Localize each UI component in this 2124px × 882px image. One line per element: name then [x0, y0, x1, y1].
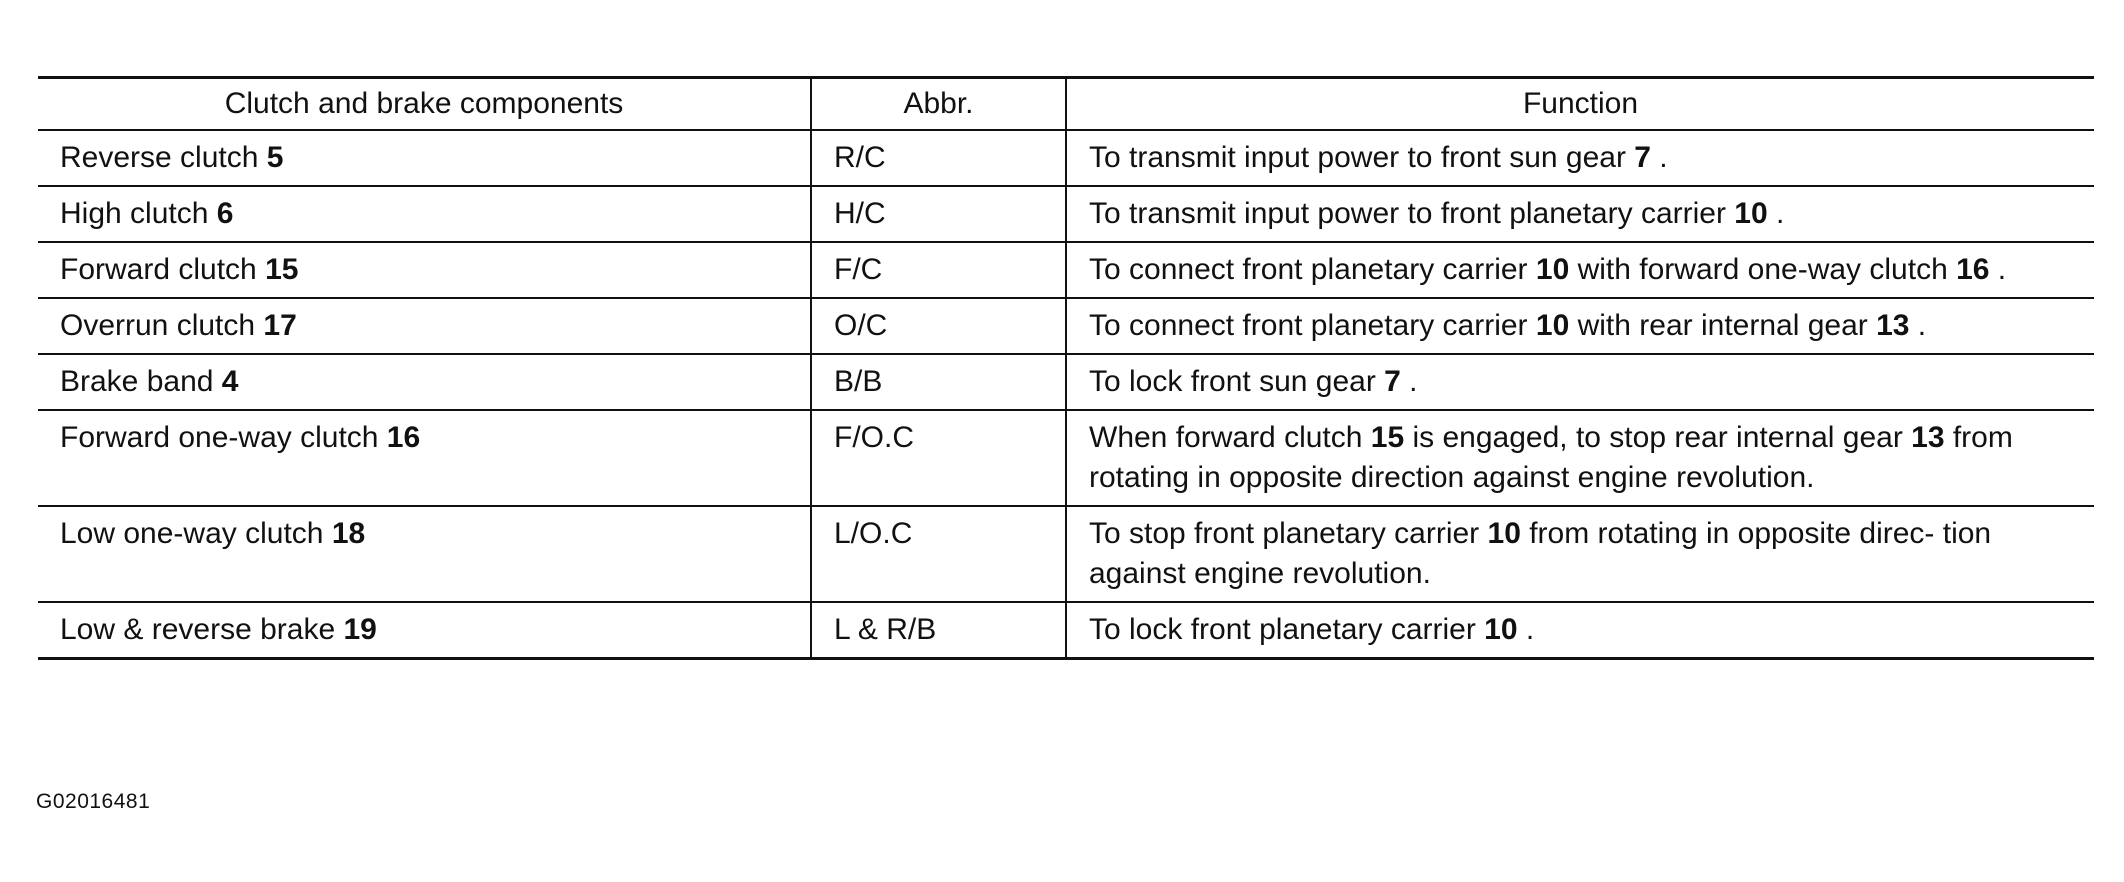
text-segment: Forward clutch [60, 253, 266, 286]
reference-number: 10 [1535, 253, 1570, 286]
text-segment: with forward one-way clutch [1569, 253, 1957, 286]
text-segment: . [1400, 365, 1418, 398]
reference-number: 10 [1487, 517, 1521, 550]
component-cell: Reverse clutch 5 [38, 130, 811, 186]
abbr-cell: O/C [810, 298, 1066, 354]
figure-id: G02016481 [36, 790, 151, 813]
abbr-cell: B/B [810, 354, 1066, 410]
reference-number: 10 [1535, 309, 1570, 342]
text-segment: To connect front planetary carrier [1089, 309, 1536, 342]
text-segment: To transmit input power to front planeta… [1089, 197, 1735, 230]
text-segment: To lock front planetary carrier [1089, 613, 1485, 646]
text-segment: High clutch [60, 197, 217, 230]
header-row: Clutch and brake components Abbr. Functi… [38, 77, 2094, 130]
components-table: Clutch and brake components Abbr. Functi… [38, 76, 2094, 660]
text-segment: Overrun clutch [60, 309, 264, 342]
text-segment: is engaged, to stop rear internal gear [1404, 421, 1912, 454]
text-segment: When forward clutch [1089, 421, 1371, 454]
text-segment: with rear internal gear [1569, 309, 1877, 342]
component-cell: High clutch 6 [38, 186, 811, 242]
abbr-cell: H/C [810, 186, 1066, 242]
function-cell: To transmit input power to front sun gea… [1065, 130, 2094, 186]
reference-number: 16 [1956, 253, 1990, 286]
function-cell: To stop front planetary carrier 10 from … [1065, 506, 2094, 602]
text-segment: Low & reverse brake [60, 613, 344, 646]
reference-number: 4 [221, 365, 239, 398]
function-cell: To lock front sun gear 7 . [1065, 354, 2094, 410]
text-segment: . [1909, 309, 1927, 342]
text-segment: Brake band [60, 365, 222, 398]
text-segment: . [1989, 253, 2007, 286]
function-cell: To connect front planetary carrier 10 wi… [1065, 298, 2094, 354]
text-segment: To stop front planetary carrier [1089, 517, 1488, 550]
header-abbr: Abbr. [810, 77, 1066, 130]
header-function: Function [1065, 77, 2094, 130]
text-segment: . [1650, 141, 1668, 174]
reference-number: 5 [266, 141, 284, 174]
text-segment: . [1517, 613, 1535, 646]
text-segment: To lock front sun gear [1089, 365, 1385, 398]
reference-number: 13 [1876, 309, 1910, 342]
reference-number: 10 [1484, 613, 1518, 646]
reference-number: 17 [263, 309, 297, 342]
function-cell: To connect front planetary carrier 10 wi… [1065, 242, 2094, 298]
reference-number: 13 [1911, 421, 1945, 454]
component-cell: Forward clutch 15 [38, 242, 811, 298]
header-components: Clutch and brake components [224, 87, 624, 120]
reference-number: 6 [216, 197, 234, 230]
text-segment: Low one-way clutch [60, 517, 332, 550]
component-cell: Overrun clutch 17 [38, 298, 811, 354]
component-cell: Low & reverse brake 19 [38, 602, 811, 659]
text-segment: To connect front planetary carrier [1089, 253, 1536, 286]
table-header: Clutch and brake components Abbr. Functi… [38, 77, 2094, 130]
reference-number: 7 [1384, 365, 1401, 398]
text-segment: To transmit input power to front sun gea… [1089, 141, 1635, 174]
text-segment: from rotating in opposite direc- tion ag… [1089, 517, 1992, 590]
function-cell: When forward clutch 15 is engaged, to st… [1065, 410, 2094, 506]
abbr-cell: F/C [810, 242, 1066, 298]
text-segment: Reverse clutch [60, 141, 267, 174]
text-segment: . [1767, 197, 1785, 230]
component-cell: Brake band 4 [38, 354, 811, 410]
abbr-cell: F/O.C [810, 410, 1066, 506]
reference-number: 15 [265, 253, 299, 286]
function-cell: To transmit input power to front planeta… [1065, 186, 2094, 242]
abbr-cell: L & R/B [810, 602, 1066, 659]
reference-number: 15 [1370, 421, 1405, 454]
reference-number: 7 [1634, 141, 1651, 174]
reference-number: 19 [343, 613, 377, 646]
text-segment: Forward one-way clutch [60, 421, 387, 454]
component-cell: Low one-way clutch 18 [38, 506, 811, 602]
reference-number: 18 [331, 517, 366, 550]
reference-number: 16 [386, 421, 421, 454]
abbr-cell: L/O.C [810, 506, 1066, 602]
function-cell: To lock front planetary carrier 10 . [1065, 602, 2094, 659]
reference-number: 10 [1734, 197, 1768, 230]
abbr-cell: R/C [810, 130, 1066, 186]
text-segment: from rotating in opposite direction agai… [1089, 421, 2013, 494]
component-cell: Forward one-way clutch 16 [38, 410, 811, 506]
